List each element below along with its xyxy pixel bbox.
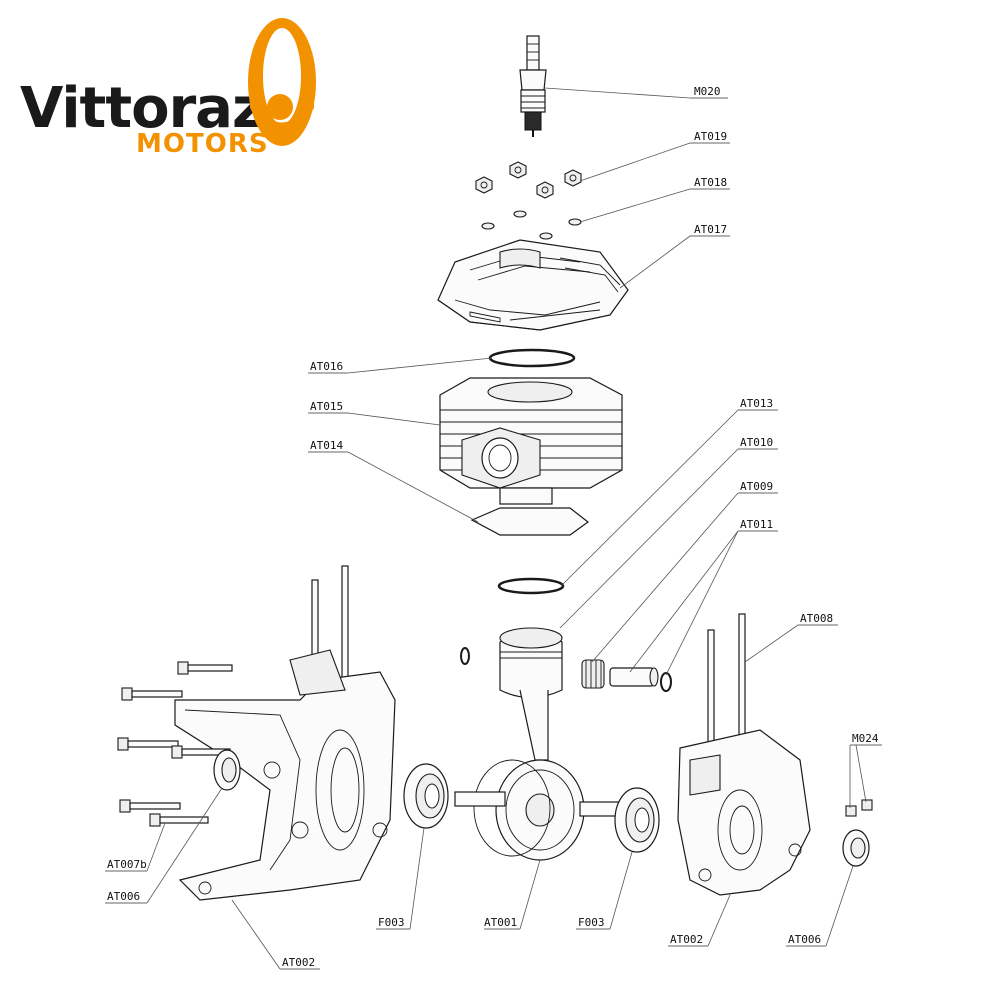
callout-f003-left: F003 [378,916,405,929]
callout-at013: AT013 [740,397,773,410]
brand-subtitle: MOTORS [136,129,269,159]
callout-at011: AT011 [740,518,773,531]
piston-ring-part [497,577,565,595]
callout-at015: AT015 [310,400,343,413]
bolts-left-part [117,661,233,827]
head-nuts-part [475,161,582,199]
circlip-left-part [460,647,470,665]
spark-plug-part [519,35,547,137]
oil-seal-right-part [842,829,870,867]
callout-at014: AT014 [310,439,343,452]
oil-seal-left-part [213,749,241,791]
callout-at009: AT009 [740,480,773,493]
crankcase-right-part [677,613,811,896]
callout-at008: AT008 [800,612,833,625]
brand-name: Vittorazi [20,76,282,141]
callout-labels: M020 AT019 AT018 AT017 AT016 AT015 AT014… [107,85,879,969]
callout-at002-right: AT002 [670,933,703,946]
fitting-part [845,799,873,817]
cylinder-part [439,377,623,505]
needle-bearing-part [581,659,605,689]
callout-at016: AT016 [310,360,343,373]
piston-pin-part [609,667,659,687]
circlip-right-part [660,672,672,692]
cylinder-head-part [437,239,629,331]
main-bearing-left-part [403,763,449,829]
callout-at002-left: AT002 [282,956,315,969]
callout-at007b: AT007b [107,858,147,871]
brand-mark-icon [248,18,316,146]
vittorazi-logo: Vittorazi MOTORS [20,18,316,159]
callout-at001: AT001 [484,916,517,929]
callout-f003-right: F003 [578,916,605,929]
callout-at006-right: AT006 [788,933,821,946]
callout-at017: AT017 [694,223,727,236]
callout-m024: M024 [852,732,879,745]
crankcase-left-part [174,565,396,901]
main-bearing-right-part [614,787,660,853]
callout-at018: AT018 [694,176,727,189]
leader-lines [105,87,882,970]
callout-m020: M020 [694,85,721,98]
callout-at010: AT010 [740,436,773,449]
base-gasket-part [470,507,590,536]
head-washers-part [481,210,582,240]
callout-at006-left: AT006 [107,890,140,903]
callout-at019: AT019 [694,130,727,143]
head-o-ring-part [488,348,576,368]
